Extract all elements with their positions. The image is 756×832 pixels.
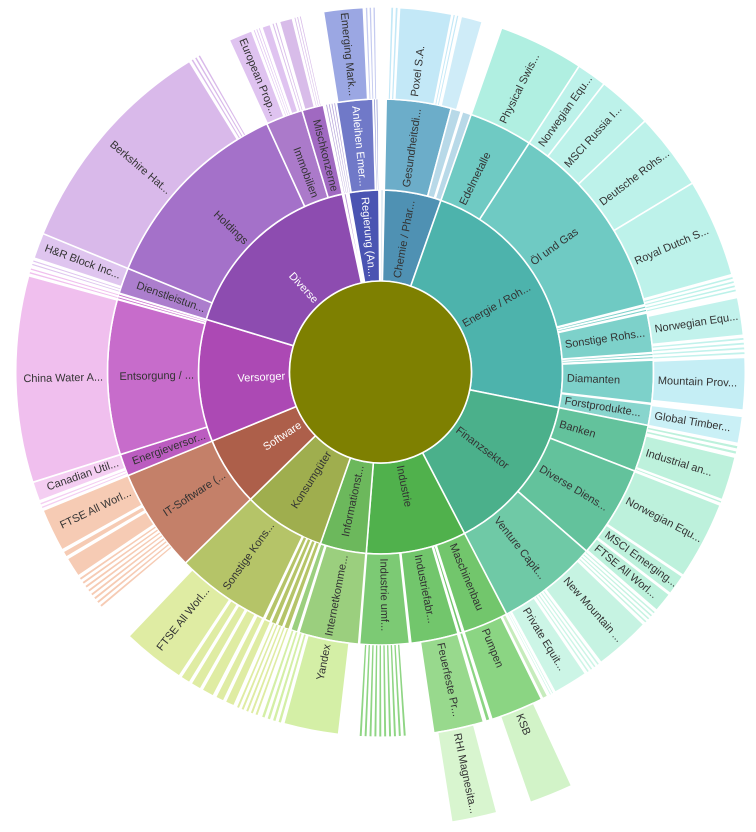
svg-text:Industrie umf...: Industrie umf...	[377, 558, 390, 631]
svg-text:Entsorgung / ...: Entsorgung / ...	[119, 370, 194, 383]
svg-text:Mountain Prov...: Mountain Prov...	[658, 375, 738, 390]
svg-text:Diamanten: Diamanten	[567, 373, 621, 387]
svg-text:Versorger: Versorger	[237, 371, 286, 385]
svg-text:China Water A...: China Water A...	[23, 372, 103, 386]
